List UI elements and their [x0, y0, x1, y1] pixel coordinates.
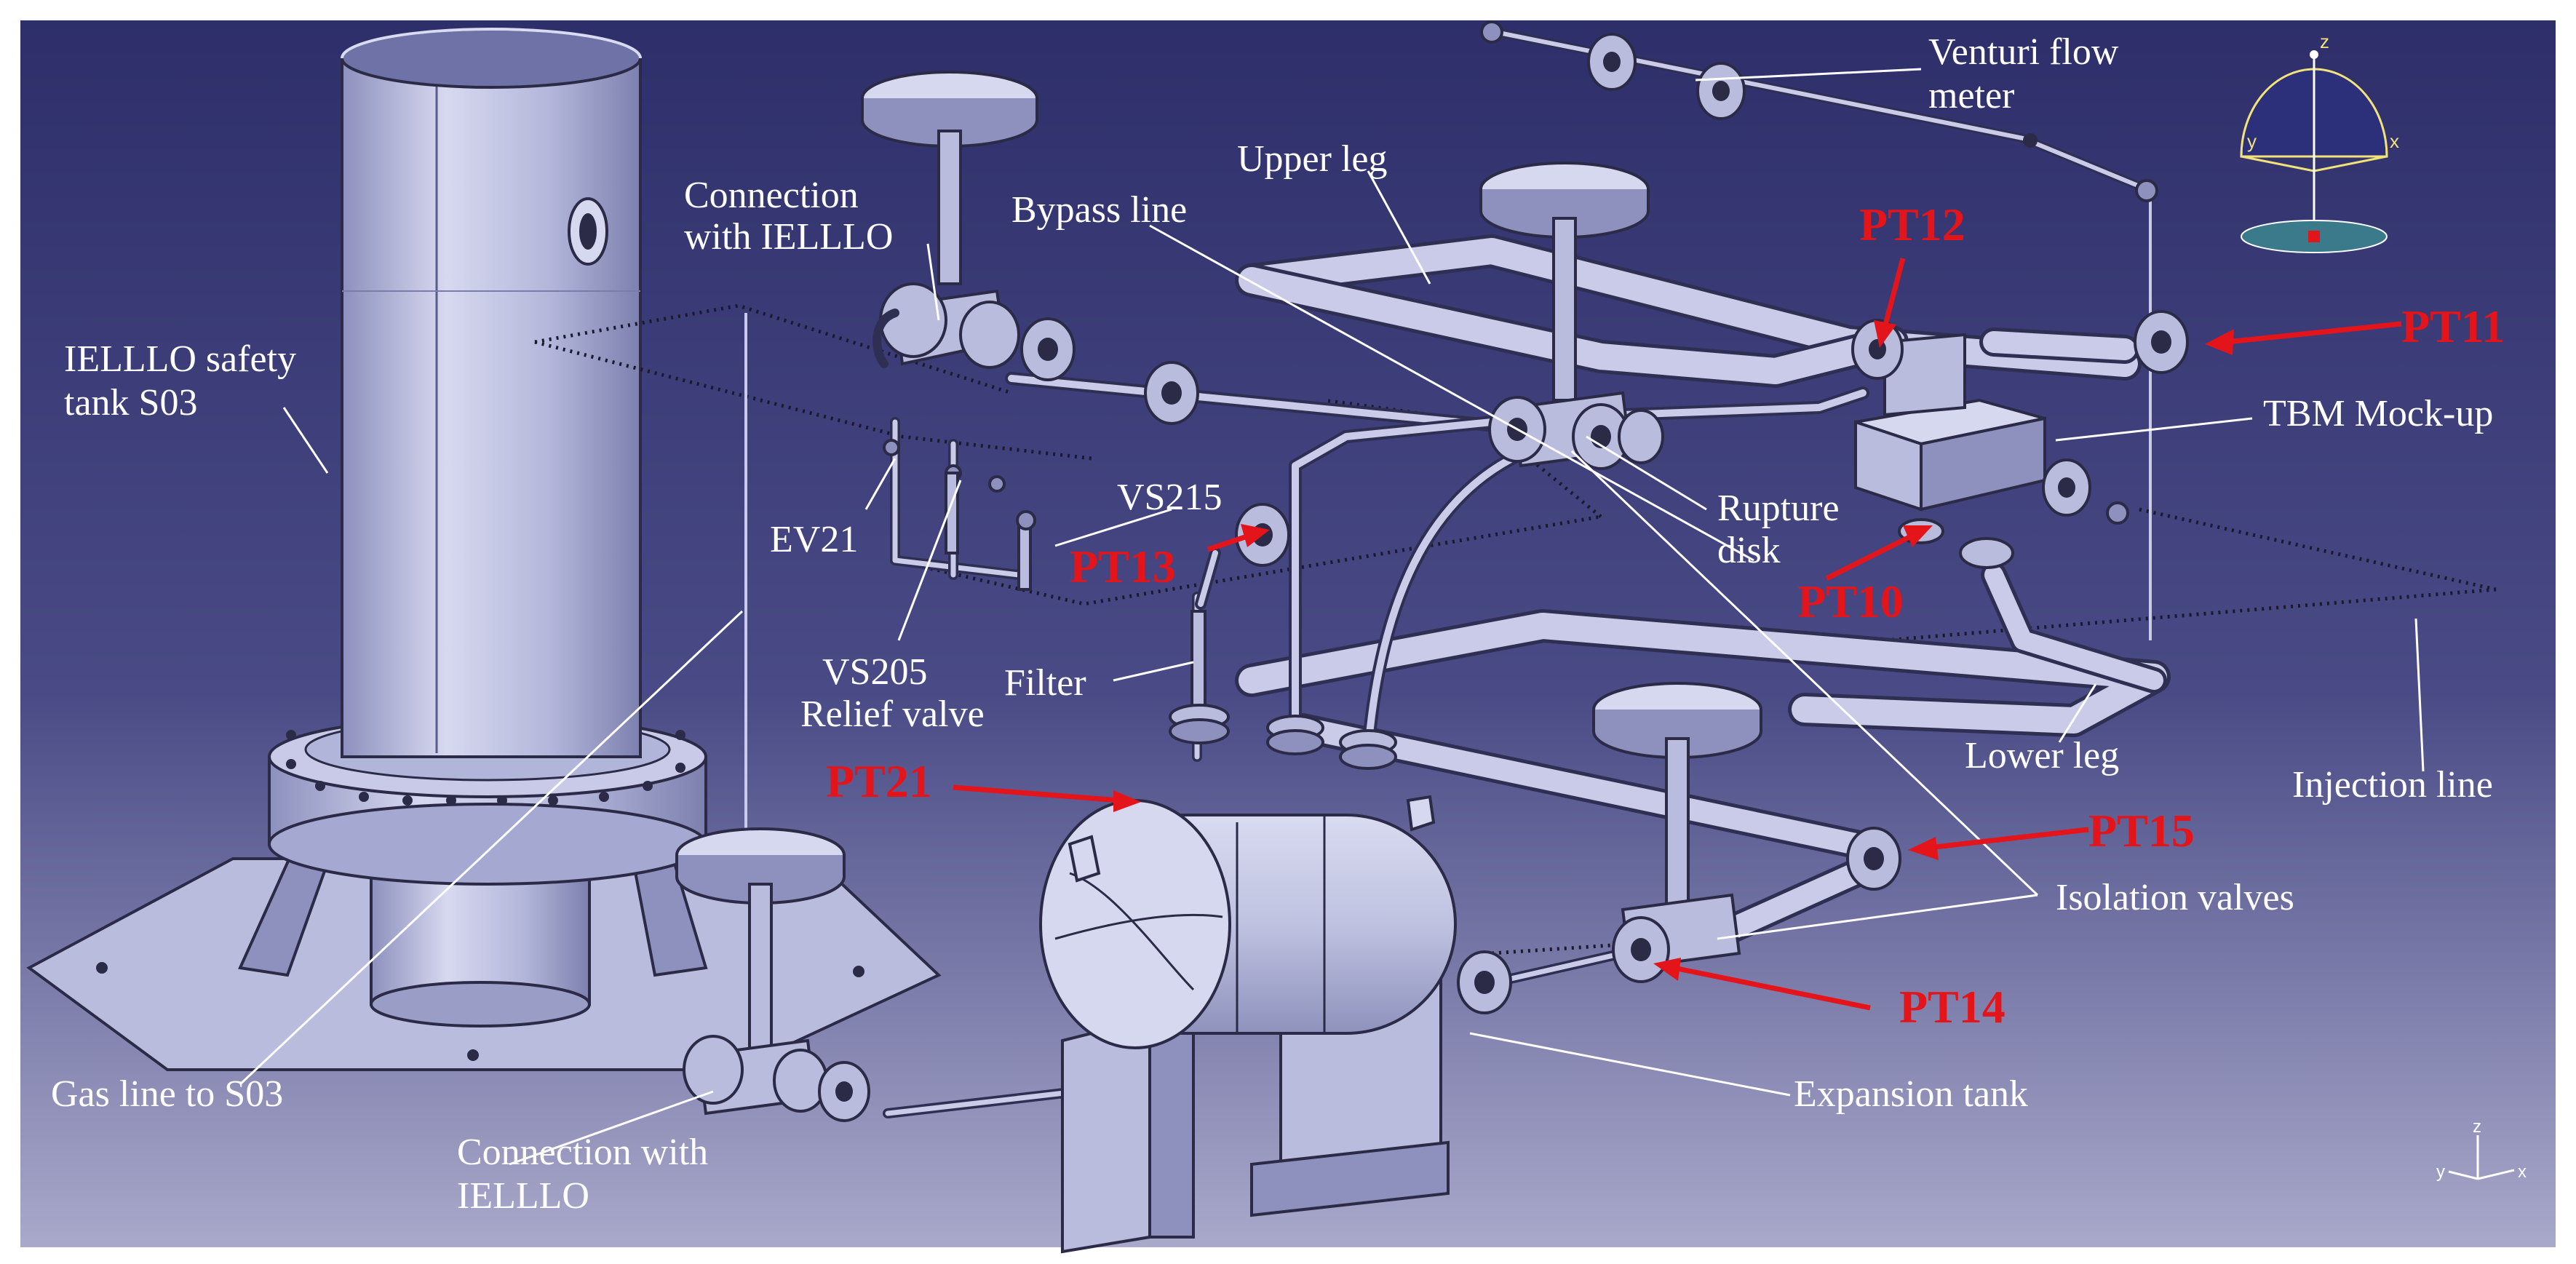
bottom-left-connection-valve [675, 827, 870, 1122]
label-gas-line: Gas line to S03 [51, 1073, 283, 1115]
label-connection-bottom-line2: IELLLO [457, 1175, 589, 1217]
venturi-line [1480, 20, 2158, 202]
label-connection-top-line2: with IELLLO [684, 216, 893, 258]
label-bypass-line: Bypass line [1011, 189, 1187, 231]
label-connection-top-line1: Connection [684, 175, 859, 216]
triad-x-label: x [2518, 1162, 2527, 1182]
filter-assembly [1169, 610, 1397, 770]
label-venturi-line1: Venturi flow [1928, 31, 2119, 73]
label-safety-tank-line1: IELLLO safety [64, 338, 296, 380]
axis-triad: z x y [2436, 1117, 2527, 1182]
triad-z-label: z [2473, 1117, 2481, 1137]
label-injection-line: Injection line [2292, 764, 2493, 806]
tbm-mockup [1851, 310, 2189, 569]
venturi-flange-2 [1696, 62, 1746, 120]
expansion-tank [1039, 795, 1512, 1254]
label-pt15: PT15 [2088, 805, 2195, 856]
safety-tank-s03 [26, 28, 942, 1071]
center-isolation-valve [1479, 162, 1664, 470]
label-pt11: PT11 [2401, 301, 2505, 352]
label-connection-bottom-line1: Connection with [457, 1132, 708, 1173]
venturi-flange-1 [1587, 33, 1637, 91]
label-venturi-line2: meter [1928, 75, 2014, 116]
upper-leg-pipe [1235, 234, 2142, 388]
label-pt12: PT12 [1859, 199, 1965, 250]
label-pt10: PT10 [1797, 576, 1904, 627]
pressure-transducer-labels: PT11 PT12 PT13 PT10 PT21 PT15 PT14 [826, 199, 2505, 1033]
leader-lines [239, 68, 2425, 1166]
compass-y-label: y [2247, 130, 2257, 152]
label-ev21: EV21 [770, 519, 858, 560]
label-tbm-mockup: TBM Mock-up [2263, 393, 2493, 434]
label-vs205-line1: VS205 [822, 651, 927, 693]
pressure-transducer-arrows [953, 258, 2402, 1011]
label-safety-tank-line2: tank S03 [64, 382, 197, 424]
tank-nozzle [568, 197, 608, 266]
label-rupture-disk-line2: disk [1717, 530, 1781, 571]
label-pt21: PT21 [826, 755, 932, 807]
compass-z-label: z [2320, 31, 2329, 52]
label-expansion-tank: Expansion tank [1794, 1073, 2028, 1115]
bottom-right-isolation-valve [1592, 682, 1901, 983]
label-vs205-line2: Relief valve [800, 693, 985, 735]
top-connection-valve [861, 71, 1199, 425]
label-filter: Filter [1004, 662, 1086, 704]
label-upper-leg: Upper leg [1237, 138, 1387, 180]
label-isolation-valves: Isolation valves [2056, 877, 2294, 918]
instrument-wiring [534, 196, 2497, 955]
label-pt14: PT14 [1899, 981, 2005, 1033]
label-vs215: VS215 [1117, 477, 1222, 518]
annotation-labels: Venturi flow meter Upper leg Bypass line… [51, 31, 2493, 1217]
orientation-compass: z y x [2240, 31, 2399, 253]
triad-y-label: y [2436, 1162, 2445, 1182]
label-pt13: PT13 [1070, 541, 1176, 592]
compass-x-label: x [2390, 130, 2399, 152]
label-rupture-disk-line1: Rupture [1717, 488, 1840, 529]
label-lower-leg: Lower leg [1965, 735, 2119, 776]
